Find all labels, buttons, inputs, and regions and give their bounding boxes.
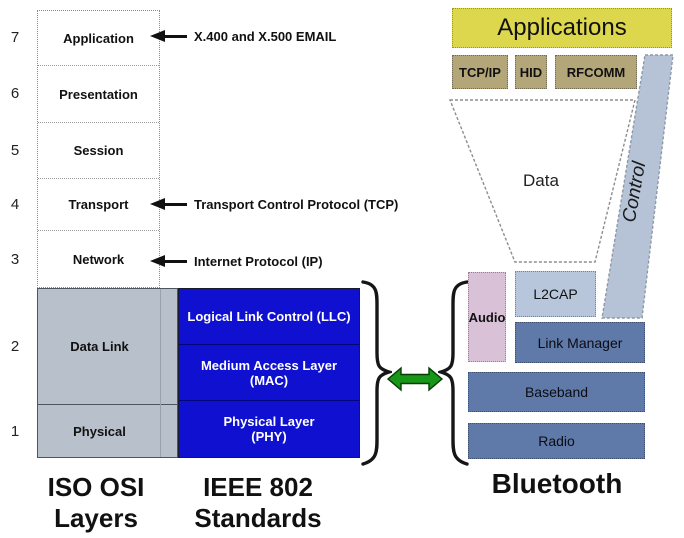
osi-layer-number-2: 2 xyxy=(10,337,20,355)
osi-upper-stack: Application Presentation Session Transpo… xyxy=(37,10,160,288)
arrow-shaft xyxy=(165,202,187,206)
left-arrowhead-icon xyxy=(150,255,165,267)
osi-layer-physical: Physical xyxy=(73,423,126,439)
osi-layer-number-5: 5 xyxy=(10,141,20,159)
osi-layer-session: Session xyxy=(38,123,159,179)
annotation-email: X.400 and X.500 EMAIL xyxy=(150,28,337,44)
opening-brace-icon xyxy=(438,280,469,466)
ieee-block-mac-label: Medium Access Layer xyxy=(200,357,338,373)
caption-iso-osi: ISO OSI Layers xyxy=(26,472,166,534)
bluetooth-protocol-hid: HID xyxy=(515,55,547,89)
bluetooth-radio-box: Radio xyxy=(468,423,645,459)
caption-iso-osi-line1: ISO OSI xyxy=(47,472,145,502)
caption-iso-osi-line2: Layers xyxy=(54,503,138,533)
osi-layer-application: Application xyxy=(38,11,159,66)
data-funnel-shape: Data xyxy=(448,99,636,263)
osi-layer-number-6: 6 xyxy=(10,84,20,102)
caption-ieee-802: IEEE 802 Standards xyxy=(188,472,328,534)
osi-lower-stack: Data Link Physical xyxy=(37,288,178,458)
ieee-block-phy: Physical Layer (PHY) xyxy=(179,401,359,457)
ieee-block-llc: Logical Link Control (LLC) xyxy=(179,289,359,345)
bluetooth-audio-box: Audio xyxy=(468,272,506,362)
left-arrowhead-icon xyxy=(150,30,165,42)
bluetooth-baseband-box: Baseband xyxy=(468,372,645,412)
osi-column-divider-line xyxy=(160,289,161,457)
ieee-block-llc-label: Logical Link Control (LLC) xyxy=(187,309,351,324)
left-arrowhead-icon xyxy=(150,198,165,210)
osi-layer-network: Network xyxy=(72,251,125,267)
osi-layer-number-1: 1 xyxy=(10,422,20,440)
ieee-802-stack: Logical Link Control (LLC) Medium Access… xyxy=(178,288,360,458)
bluetooth-applications-box: Applications xyxy=(452,8,672,48)
ieee-block-phy-abbrev: (PHY) xyxy=(251,429,287,444)
osi-layer-number-4: 4 xyxy=(10,195,20,213)
caption-bluetooth: Bluetooth xyxy=(491,468,623,499)
osi-layer-number-3: 3 xyxy=(10,250,20,268)
annotation-ip-text: Internet Protocol (IP) xyxy=(194,253,323,269)
annotation-email-text: X.400 and X.500 EMAIL xyxy=(194,28,337,44)
annotation-ip: Internet Protocol (IP) xyxy=(150,253,323,269)
bluetooth-protocol-tcpip: TCP/IP xyxy=(452,55,508,89)
osi-layer-presentation: Presentation xyxy=(38,66,159,123)
closing-brace-icon xyxy=(361,280,392,466)
bluetooth-link-manager-box: Link Manager xyxy=(515,322,645,363)
arrow-shaft xyxy=(165,259,187,263)
arrow-shaft xyxy=(165,34,187,38)
ieee-block-mac: Medium Access Layer (MAC) xyxy=(179,345,359,401)
data-funnel-label: Data xyxy=(523,171,559,190)
osi-layer-transport: Transport xyxy=(38,179,159,231)
annotation-tcp-text: Transport Control Protocol (TCP) xyxy=(194,196,399,212)
osi-layer-data-link: Data Link xyxy=(38,289,177,405)
ieee-block-mac-abbrev: (MAC) xyxy=(249,372,289,388)
bluetooth-l2cap-box: L2CAP xyxy=(515,271,596,317)
bluetooth-protocol-rfcomm: RFCOMM xyxy=(555,55,637,89)
double-arrow-icon xyxy=(386,366,444,392)
annotation-tcp: Transport Control Protocol (TCP) xyxy=(150,196,399,212)
osi-layer-number-7: 7 xyxy=(10,28,20,46)
control-bar-shape: Control xyxy=(601,54,674,319)
ieee-block-phy-label: Physical Layer xyxy=(223,414,315,429)
caption-ieee-802-line1: IEEE 802 xyxy=(203,472,313,502)
caption-ieee-802-line2: Standards xyxy=(194,503,322,533)
